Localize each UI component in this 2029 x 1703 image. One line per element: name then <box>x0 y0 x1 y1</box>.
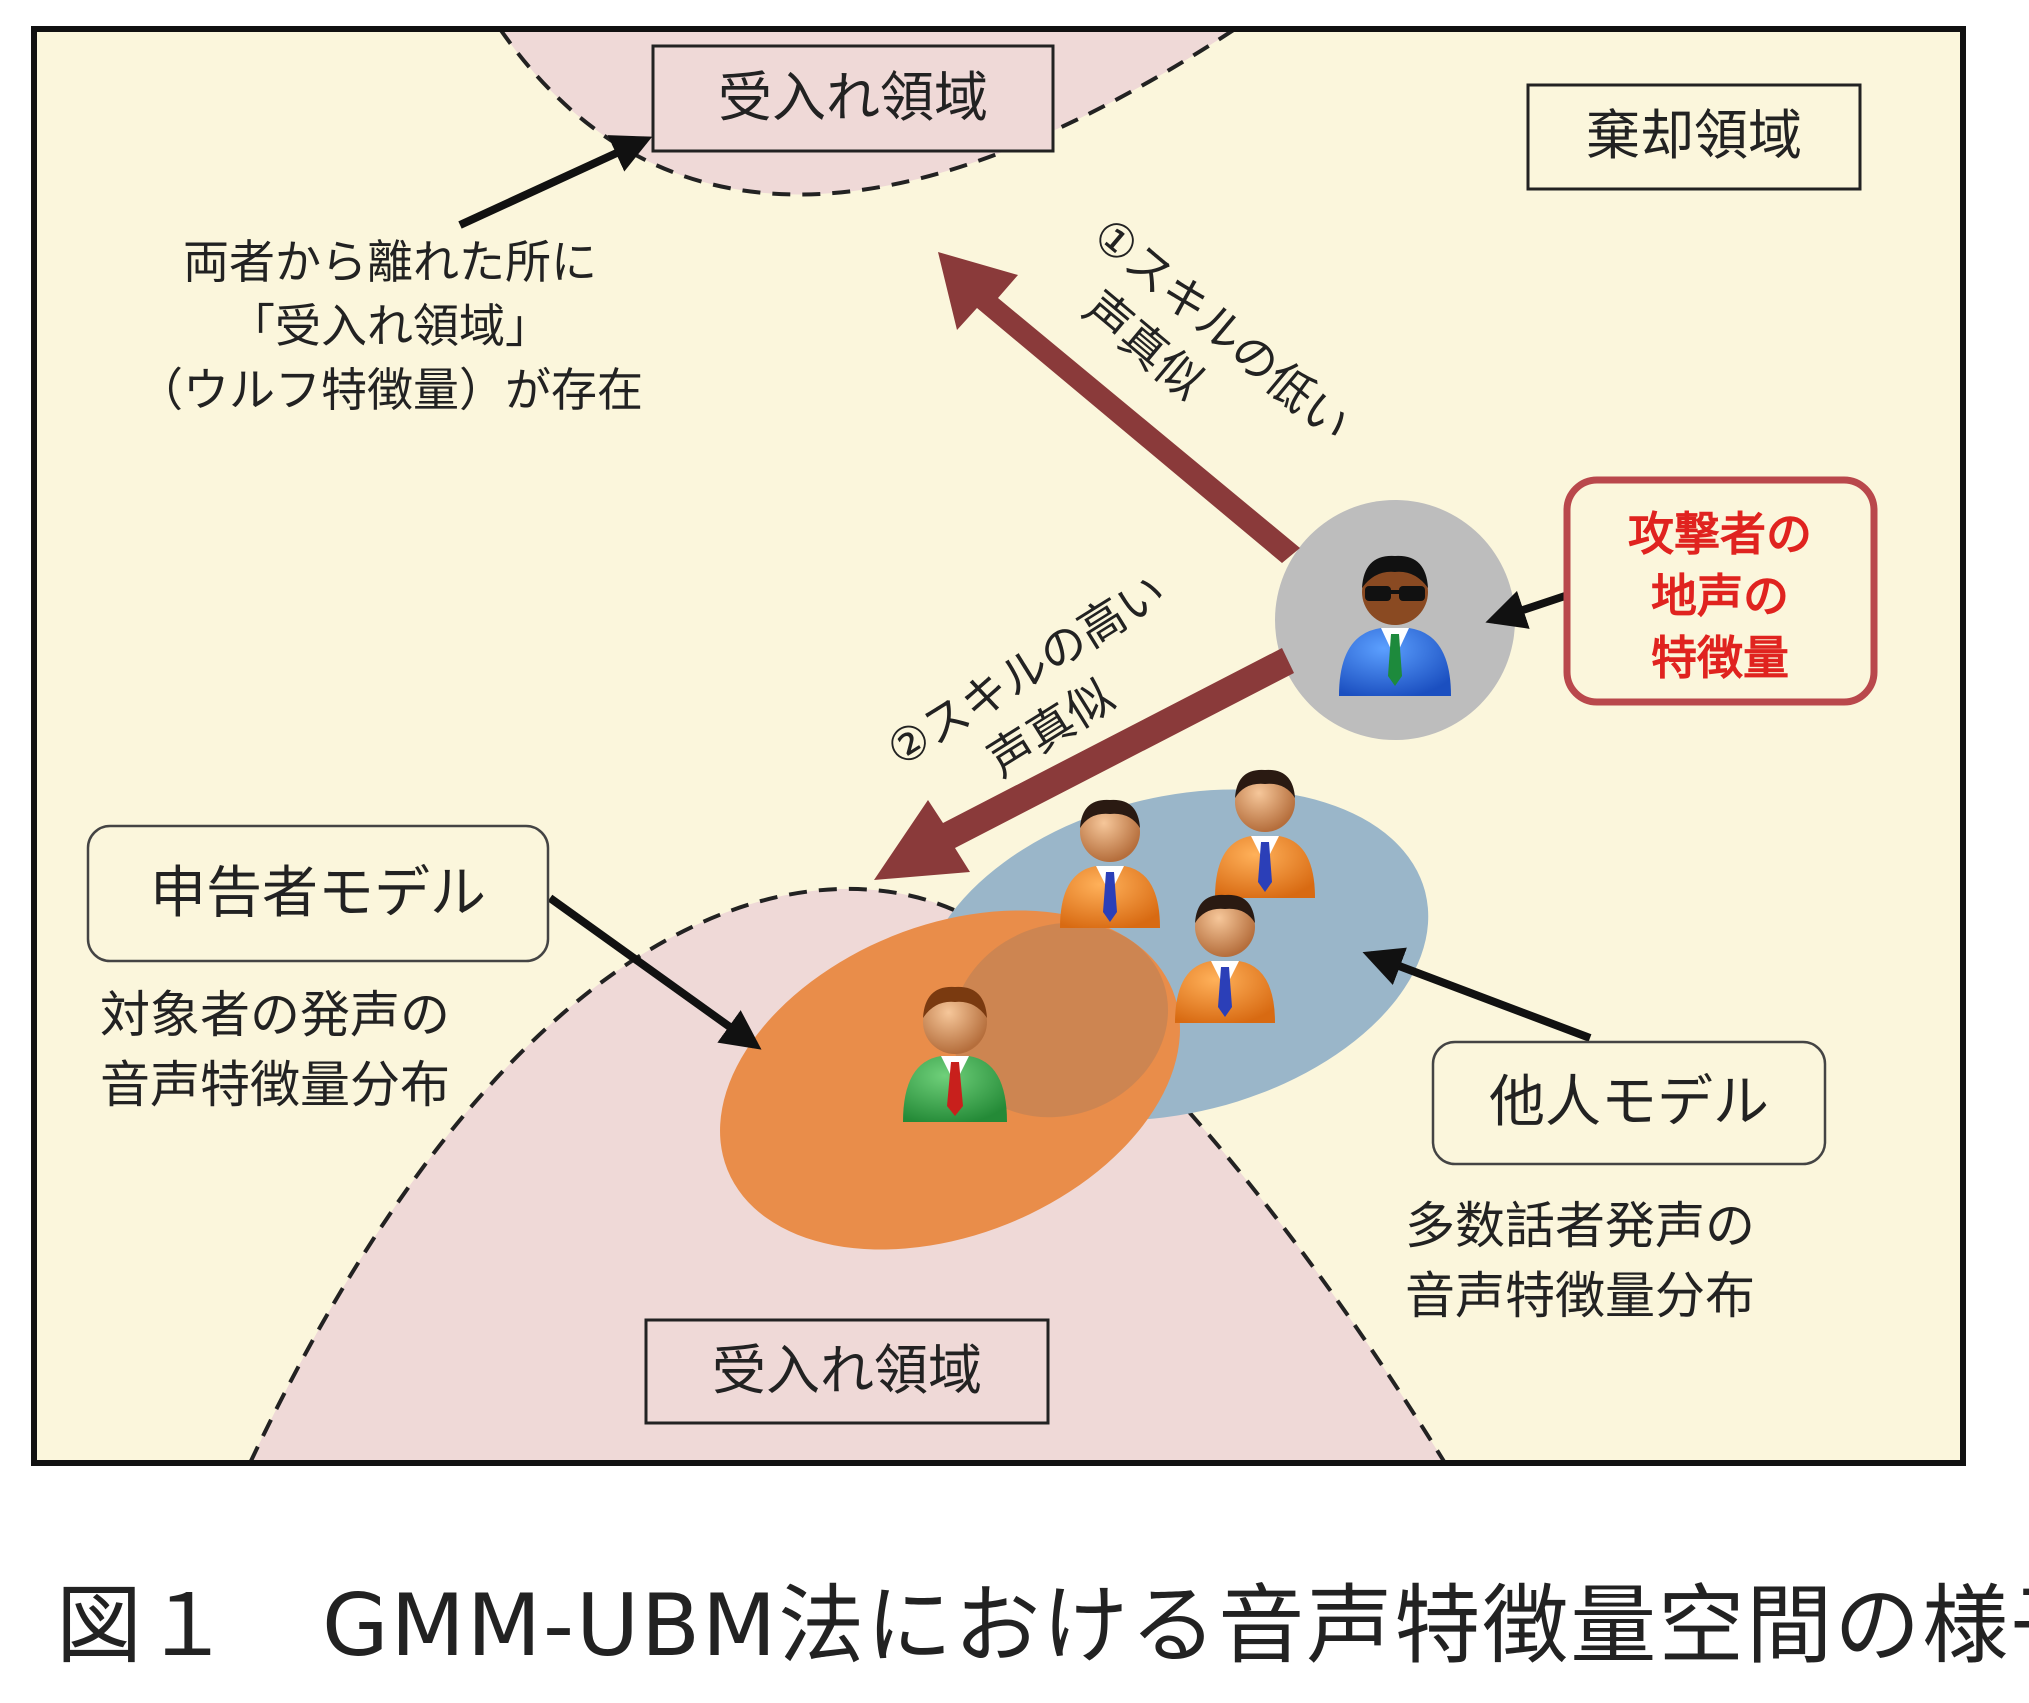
accept-bottom-label: 受入れ領域 <box>712 1339 982 1402</box>
accept-top-label: 受入れ領域 <box>718 66 988 129</box>
sunglasses-icon <box>1365 586 1391 601</box>
high-skill-mimicry-arrow <box>874 648 1294 880</box>
accept-region-bottom-boundary <box>248 886 1447 1465</box>
claimant-model-label: 申告者モデル <box>150 861 486 926</box>
attacker-label-line-2: 地声の <box>1651 569 1789 623</box>
others-pointer-arrow <box>1362 947 1592 1042</box>
wolf-note-line-1: 両者から離れた所に <box>183 235 597 289</box>
claimant-desc-line-2: 音声特徴量分布 <box>100 1056 450 1114</box>
claimant-pointer-arrow <box>547 894 762 1050</box>
figure-number: 図１ <box>56 1576 232 1676</box>
wolf-note-pointer-arrow <box>458 135 653 229</box>
attacker-person-icon <box>1339 555 1451 696</box>
attacker-label-line-3: 特徴量 <box>1651 631 1789 685</box>
wolf-note-line-2: 「受入れ領域」 <box>229 299 551 353</box>
low-skill-mimicry-arrow <box>938 252 1300 563</box>
reject-region-label: 棄却領域 <box>1586 104 1802 167</box>
claimant-desc-line-1: 対象者の発声の <box>100 986 450 1044</box>
attacker-pointer-arrow <box>1485 590 1567 629</box>
feature-space-frame <box>31 26 1966 1466</box>
accept-bottom-box <box>644 1318 1050 1425</box>
accept-region-top-boundary <box>498 27 1237 197</box>
figure-caption-text: GMM-UBM法における音声特徴量空間の様子 <box>322 1576 2029 1676</box>
accept-top-box <box>651 44 1055 153</box>
attacker-label-line-1: 攻撃者の <box>1628 507 1812 561</box>
wolf-note-line-3: （ウルフ特徴量）が存在 <box>137 363 643 417</box>
others-model-box <box>1431 1040 1827 1166</box>
reject-region-box <box>1526 83 1862 191</box>
others-desc-line-2: 音声特徴量分布 <box>1405 1267 1755 1325</box>
attacker-label-box <box>1563 476 1878 706</box>
claimant-person-icon <box>903 986 1007 1122</box>
others-desc-line-1: 多数話者発声の <box>1405 1197 1755 1255</box>
claimant-model-box <box>86 824 550 963</box>
figure-caption: 図１ GMM-UBM法における音声特徴量空間の様子 <box>56 1555 2029 1680</box>
distribution-overlap <box>951 922 1169 1118</box>
others-model-label: 他人モデル <box>1489 1070 1769 1135</box>
